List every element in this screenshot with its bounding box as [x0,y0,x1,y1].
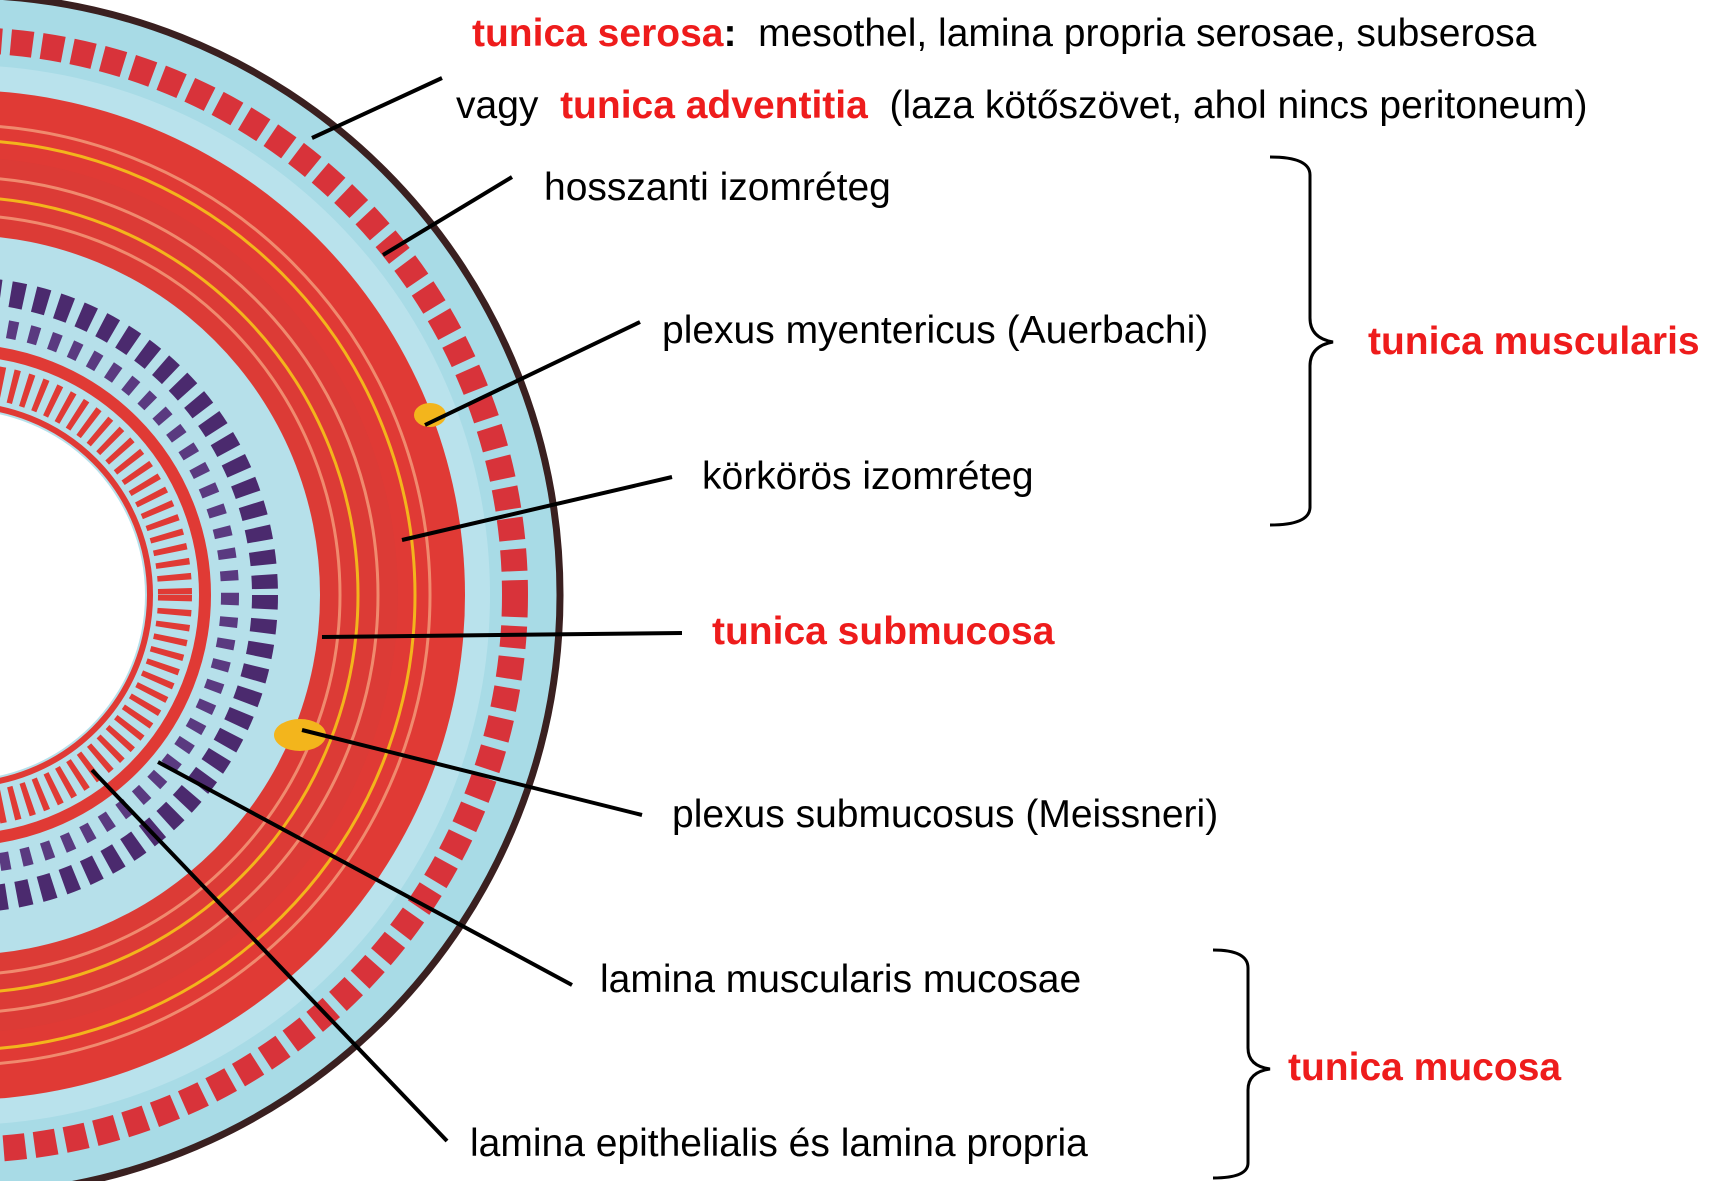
circular-muscle-label: körkörös izomréteg [702,457,1034,496]
muscularis-group-label: tunica muscularis [1368,322,1700,361]
submucous-plexus-label: plexus submucosus (Meissneri) [672,795,1218,834]
submucosa-label: tunica submucosa [712,612,1054,651]
mucosa-group-label: tunica mucosa [1288,1048,1561,1087]
muscularis-mucosae-label: lamina muscularis mucosae [600,960,1081,999]
adventitia-prefix: vagy [456,84,538,127]
serosa-colon: : [723,12,736,55]
braces [1213,157,1333,1178]
adventitia-label: vagy tunica adventitia (laza kötőszövet,… [456,86,1588,125]
longitudinal-muscle-label: hosszanti izomréteg [544,168,891,207]
serosa-desc: mesothel, lamina propria serosae, subser… [758,12,1536,55]
serosa-label: tunica serosa: mesothel, lamina propria … [472,14,1536,53]
adventitia-name: tunica adventitia [560,84,868,127]
serosa-leader [312,78,442,138]
myenteric-plexus-label: plexus myentericus (Auerbachi) [662,311,1208,350]
serosa-name: tunica serosa [472,12,723,55]
epithelium-propria-label: lamina epithelialis és lamina propria [470,1124,1088,1163]
adventitia-desc: (laza kötőszövet, ahol nincs peritoneum) [889,84,1587,127]
mucosa-brace [1213,950,1270,1178]
muscularis-brace [1270,157,1333,525]
